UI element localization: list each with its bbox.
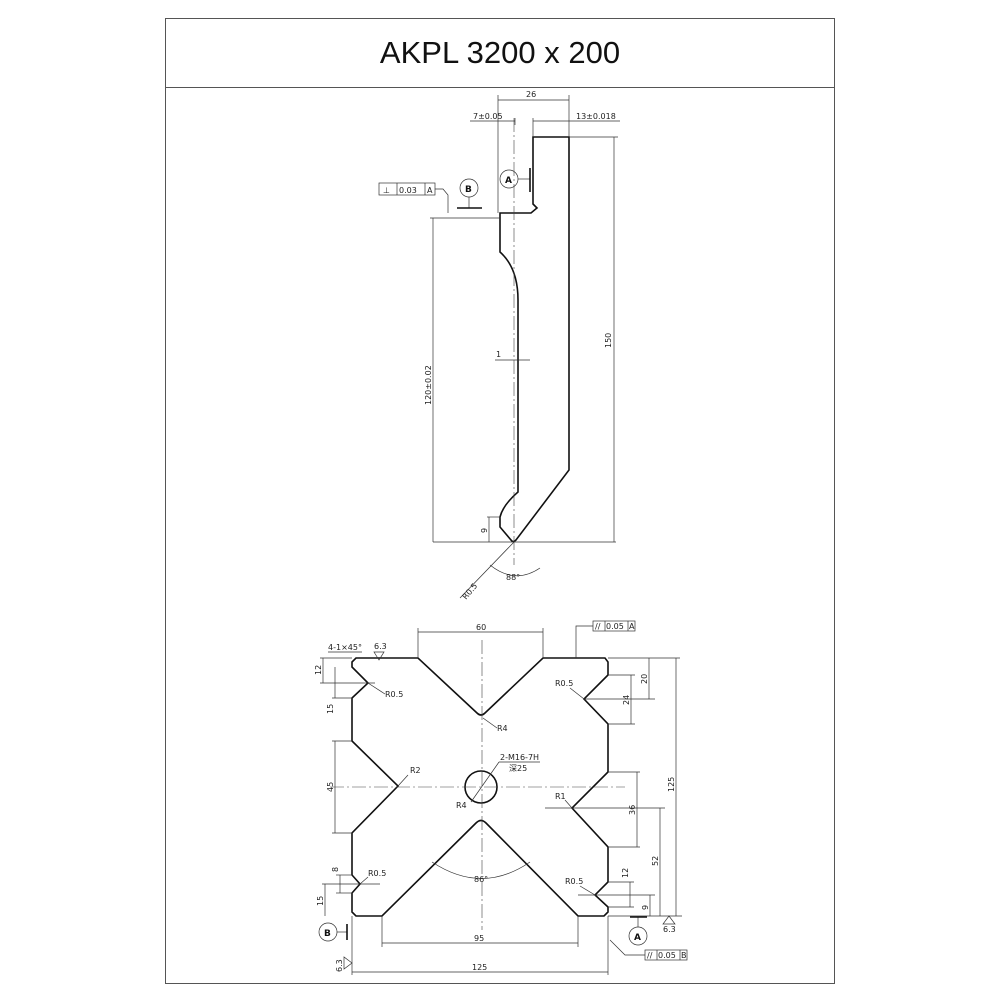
datum-a-label: A bbox=[505, 176, 512, 186]
dim-1: 1 bbox=[496, 350, 501, 359]
parallelism-frame-bottom bbox=[644, 949, 688, 961]
side-view: 26 7±0.05 13±0.018 150 120±0.02 1 9 R0.5… bbox=[378, 90, 620, 601]
dim-9-right: 9 bbox=[641, 905, 650, 910]
roughness-right: 6.3 bbox=[663, 925, 676, 934]
radius-center-top: R4 bbox=[497, 724, 508, 733]
dim-95: 95 bbox=[474, 934, 484, 943]
dim-125-bottom: 125 bbox=[472, 963, 487, 972]
angle-tip: 88° bbox=[506, 573, 520, 582]
dim-9: 9 bbox=[480, 528, 489, 533]
radius-left-bottom: R0.5 bbox=[368, 869, 386, 878]
dim-13: 13±0.018 bbox=[576, 112, 616, 121]
dim-45: 45 bbox=[326, 782, 335, 792]
dim-150: 150 bbox=[604, 333, 613, 348]
thread-label: 2-M16-7H bbox=[500, 753, 539, 762]
radius-right-middle: R1 bbox=[555, 792, 566, 801]
datum-b-label: B bbox=[465, 185, 472, 195]
datum-b-section: B bbox=[324, 929, 331, 939]
tolerance-symbol: ⊥ bbox=[383, 186, 390, 195]
tolerance-value: 0.03 bbox=[399, 186, 417, 195]
dim-36: 36 bbox=[628, 805, 637, 815]
tolerance-datum: A bbox=[427, 186, 433, 195]
tol-bottom-value: 0.05 bbox=[658, 951, 676, 960]
drawing-title: AKPL 3200 x 200 bbox=[379, 35, 621, 70]
dim-26: 26 bbox=[526, 90, 536, 99]
dim-120: 120±0.02 bbox=[424, 365, 433, 405]
dim-52: 52 bbox=[651, 856, 660, 866]
dim-12-right: 12 bbox=[621, 868, 630, 878]
dim-7: 7±0.05 bbox=[473, 112, 503, 121]
thread-depth: 深25 bbox=[509, 764, 527, 773]
section-view: 60 4-1×45° 6.3 // 0.05 A 12 15 R0.5 R4 R… bbox=[314, 620, 688, 975]
dim-24: 24 bbox=[622, 695, 631, 705]
radius-right-top: R0.5 bbox=[555, 679, 573, 688]
tol-top-datum: A bbox=[629, 622, 635, 631]
tol-bottom-datum: B bbox=[681, 951, 687, 960]
punch-profile bbox=[499, 136, 570, 543]
title-block: AKPL 3200 x 200 bbox=[166, 19, 834, 88]
die-profile bbox=[351, 657, 609, 917]
radius-left-middle: R2 bbox=[410, 766, 421, 775]
dim-12-left: 12 bbox=[314, 665, 323, 675]
dim-15-left-bottom: 15 bbox=[316, 896, 325, 906]
tol-top-value: 0.05 bbox=[606, 622, 624, 631]
roughness-left: 6.3 bbox=[335, 959, 344, 972]
tol-top-symbol: // bbox=[595, 622, 601, 631]
drawing-frame: AKPL 3200 x 200 bbox=[165, 18, 835, 984]
dim-8: 8 bbox=[331, 867, 340, 872]
radius-center-bottom: R4 bbox=[456, 801, 467, 810]
tol-bottom-symbol: // bbox=[647, 951, 653, 960]
roughness-top: 6.3 bbox=[374, 642, 387, 651]
angle-86: 86° bbox=[474, 875, 488, 884]
radius-tip: R0.5 bbox=[461, 581, 480, 601]
dim-125-right: 125 bbox=[667, 777, 676, 792]
dim-60: 60 bbox=[476, 623, 486, 632]
chamfer-label: 4-1×45° bbox=[328, 643, 362, 652]
radius-left-top: R0.5 bbox=[385, 690, 403, 699]
dim-15-left-top: 15 bbox=[326, 704, 335, 714]
radius-right-bottom: R0.5 bbox=[565, 877, 583, 886]
datum-a-section: A bbox=[634, 933, 641, 943]
dim-20: 20 bbox=[640, 674, 649, 684]
